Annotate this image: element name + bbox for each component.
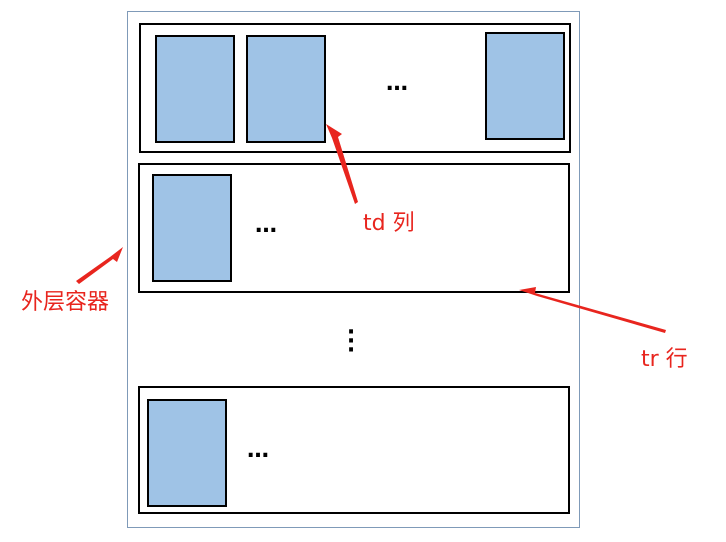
row-1-cell-1 xyxy=(155,35,235,143)
vertical-ellipsis-dot-3: · xyxy=(346,338,356,363)
row-1-ellipsis: … xyxy=(386,71,409,96)
row-3-ellipsis: … xyxy=(247,438,270,463)
container-label: 外层容器 xyxy=(21,290,110,315)
row-2-ellipsis: … xyxy=(255,213,278,238)
vertical-ellipsis: · · · xyxy=(346,320,356,363)
vertical-ellipsis-dot-2: · xyxy=(346,329,356,354)
row-2-cell-1 xyxy=(152,174,232,282)
row-1-cell-last xyxy=(485,32,565,140)
tr-label: tr 行 xyxy=(641,347,688,372)
container-arrow xyxy=(76,247,123,284)
td-arrow xyxy=(326,124,358,204)
row-1-cell-2 xyxy=(246,35,326,143)
outer-container xyxy=(127,11,580,528)
td-label: td 列 xyxy=(363,211,415,236)
row-3-cell-1 xyxy=(147,399,227,507)
tr-arrow xyxy=(519,287,666,333)
vertical-ellipsis-dot-1: · xyxy=(346,320,356,345)
